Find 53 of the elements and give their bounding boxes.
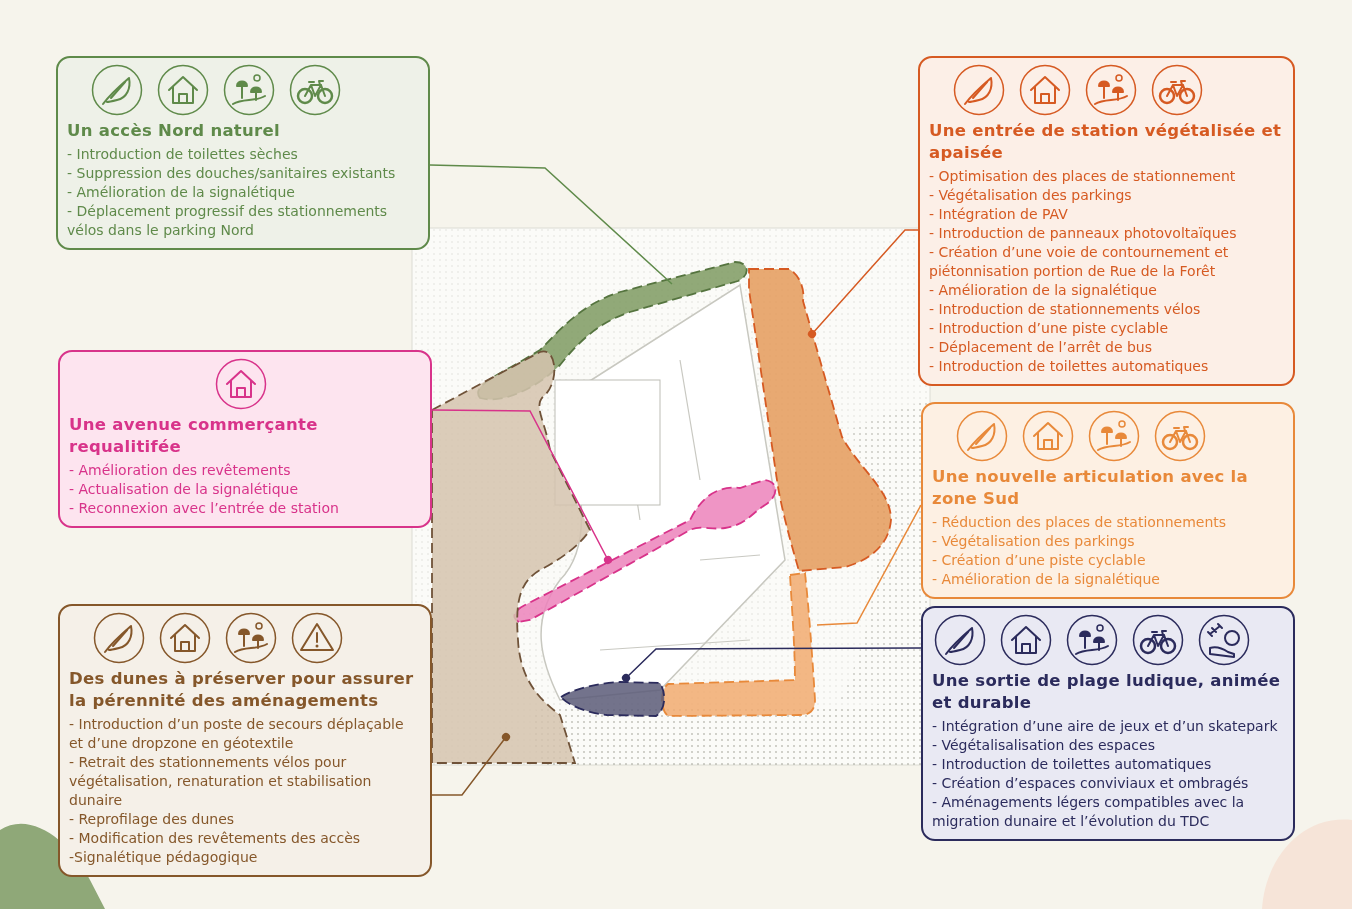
list-item: - Amélioration de la signalétique	[932, 570, 1161, 589]
list-item: - Déplacement progressif des stationnements vélos dans le parking Nord	[67, 202, 389, 240]
list-item: - Introduction d’une piste cyclable	[929, 319, 1170, 338]
list-item: - Végétalisation des parkings	[929, 186, 1133, 205]
leader-line	[816, 504, 922, 626]
callout-box	[918, 56, 1295, 386]
plan-zone	[661, 572, 816, 717]
leader-line	[431, 409, 613, 565]
list-item: - Actualisation de la signalétique	[69, 480, 300, 499]
list-item: - Introduction de stationnements vélos	[929, 300, 1202, 319]
list-item: - Végétalisalisation des espaces	[932, 736, 1156, 755]
list-item: - Optimisation des places de stationnement	[929, 167, 1237, 186]
leader-line	[807, 229, 919, 339]
leader-line	[431, 732, 511, 796]
plan-zone	[748, 268, 892, 572]
list-item: - Introduction de toilettes automatiques	[929, 357, 1210, 376]
list-item: - Amélioration de la signalétique	[929, 281, 1158, 300]
callout-heading: Un accès Nord naturel	[67, 120, 281, 142]
callout-heading: Une entrée de station végétalisée et apaisée	[929, 120, 1283, 164]
callout-box	[921, 606, 1295, 841]
list-item: - Introduction de toilettes automatiques	[932, 755, 1213, 774]
callout-heading: Une avenue commerçante requalitifée	[69, 414, 319, 458]
list-item: - Retrait des stationnements vélos pour végétalisation, renaturation et stabilisation dunaire	[69, 753, 373, 810]
list-item: - Aménagements légers compatibles avec la migration dunaire et l’évolution du TDC	[932, 793, 1246, 831]
list-item: - Création d’une voie de contournement et piétonnisation portion de Rue de la Forêt	[929, 243, 1230, 281]
list-item: - Amélioration des revêtements	[69, 461, 292, 480]
callout-box	[56, 56, 430, 250]
list-item: - Végétalisation des parkings	[932, 532, 1136, 551]
callout-box	[58, 350, 432, 528]
list-item: -Signalétique pédagogique	[69, 848, 259, 867]
list-item: - Introduction de panneaux photovoltaïques	[929, 224, 1238, 243]
list-item: - Introduction de toilettes sèches	[67, 145, 299, 164]
list-item: - Modification des revêtements des accès	[69, 829, 362, 848]
list-item: - Introduction d’un poste de secours déplaçable et d’une dropzone en géotextile	[69, 715, 405, 753]
callout-heading: Une sortie de plage ludique, animée et durable	[932, 670, 1282, 714]
callout-box	[921, 402, 1295, 599]
list-item: - Création d’espaces conviviaux et ombragés	[932, 774, 1250, 793]
list-item: - Déplacement de l’arrêt de bus	[929, 338, 1153, 357]
list-item: - Reprofilage des dunes	[69, 810, 236, 829]
list-item: - Amélioration de la signalétique	[67, 183, 296, 202]
leader-line	[429, 164, 673, 285]
plan-zone	[431, 350, 591, 764]
callout-box	[58, 604, 432, 877]
list-item: - Intégration de PAV	[929, 205, 1069, 224]
callout-heading: Une nouvelle articulation avec la zone Sud	[932, 466, 1249, 510]
list-item: - Réduction des places de stationnements	[932, 513, 1228, 532]
callout-heading: Des dunes à préserver pour assurer la pérennité des aménagements	[69, 668, 415, 712]
list-item: - Reconnexion avec l’entrée de station	[69, 499, 340, 518]
list-item: - Création d’une piste cyclable	[932, 551, 1147, 570]
list-item: - Suppression des douches/sanitaires existants	[67, 164, 397, 183]
list-item: - Intégration d’une aire de jeux et d’un skatepark	[932, 717, 1279, 736]
plan-zone	[560, 681, 666, 717]
leader-line	[621, 647, 922, 683]
